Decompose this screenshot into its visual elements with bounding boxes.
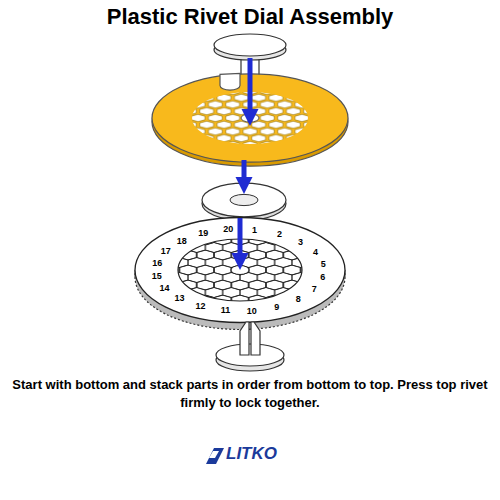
dial-number: 11 — [221, 306, 231, 315]
dial-number: 10 — [247, 306, 257, 315]
dial-number: 8 — [296, 295, 301, 304]
dial-number: 9 — [274, 302, 279, 311]
brand-logo: LITKO — [226, 445, 277, 464]
dial-number: 17 — [161, 246, 171, 255]
dial-number: 16 — [152, 258, 162, 267]
dial-number: 2 — [277, 229, 282, 238]
dial-number: 1 — [252, 225, 257, 234]
number-dial — [135, 218, 345, 330]
dial-number: 6 — [320, 273, 325, 282]
dial-number: 20 — [223, 225, 233, 234]
bottom-rivet — [216, 322, 284, 371]
logo-emblem — [206, 448, 224, 464]
caption: Start with bottom and stack parts in ord… — [5, 376, 495, 411]
dial-number: 12 — [196, 302, 206, 311]
washer — [202, 183, 286, 220]
dial-number: 3 — [298, 237, 303, 246]
dial-number: 14 — [159, 283, 169, 292]
dial-number: 4 — [313, 248, 318, 257]
dial-number: 7 — [312, 285, 317, 294]
title: Plastic Rivet Dial Assembly — [0, 4, 500, 30]
assembly-arrows — [240, 58, 250, 256]
dial-number: 19 — [198, 229, 208, 238]
dial-number: 5 — [321, 260, 326, 269]
dial-number: 15 — [152, 271, 162, 280]
dial-number: 13 — [175, 294, 185, 303]
dial-number: 18 — [177, 236, 187, 245]
